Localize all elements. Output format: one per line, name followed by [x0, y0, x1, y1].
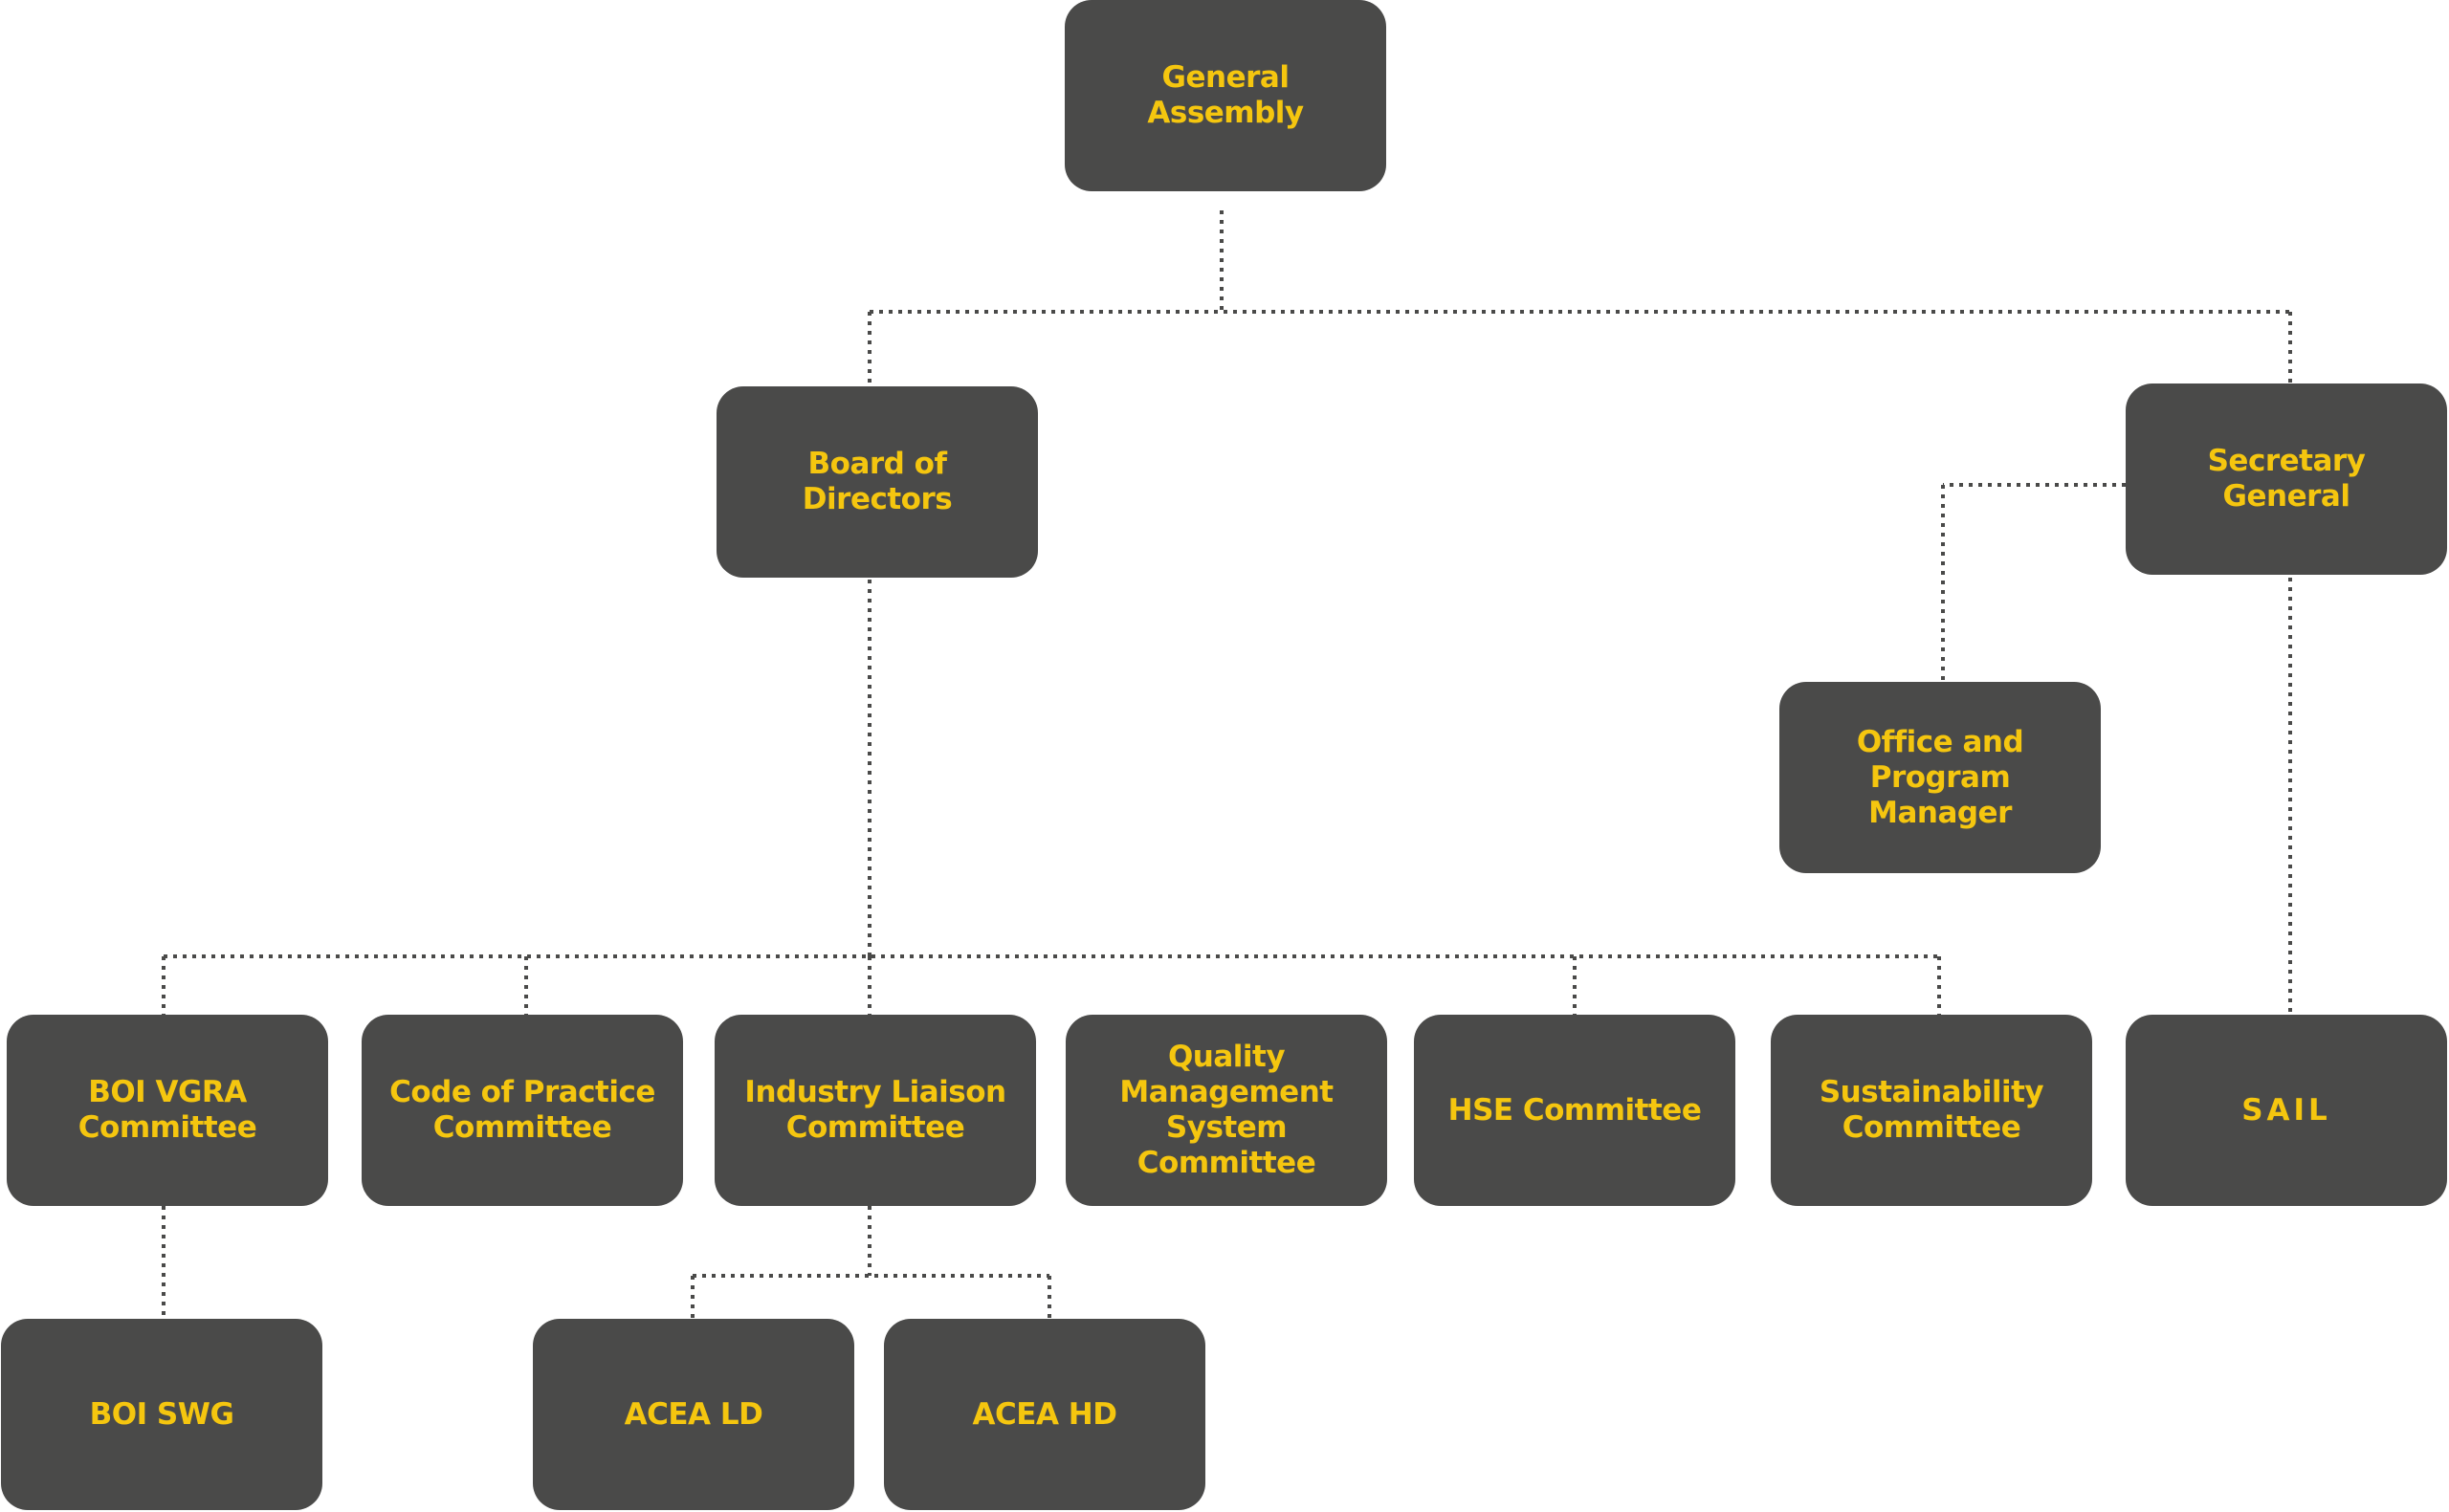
- node-boi-swg: BOI SWG: [1, 1319, 322, 1510]
- node-secretary-general: Secretary General: [2126, 383, 2447, 575]
- node-sustainability-committee: Sustainability Committee: [1771, 1015, 2092, 1206]
- node-label: Board of Directors: [802, 447, 953, 516]
- node-office-program-manager: Office and Program Manager: [1779, 682, 2101, 873]
- node-acea-hd: ACEA HD: [884, 1319, 1205, 1510]
- node-code-of-practice-committee: Code of Practice Committee: [362, 1015, 683, 1206]
- node-label: ACEA HD: [972, 1396, 1117, 1432]
- node-label: Quality Management System Committee: [1119, 1040, 1334, 1180]
- node-label: Code of Practice Committee: [389, 1075, 655, 1145]
- node-label: Sustainability Committee: [1819, 1075, 2044, 1145]
- node-label: Industry Liaison Committee: [744, 1075, 1006, 1145]
- node-sail: SAIL: [2126, 1015, 2447, 1206]
- node-label: General Assembly: [1147, 60, 1304, 130]
- node-label: BOI VGRA Committee: [77, 1075, 257, 1145]
- node-industry-liaison-committee: Industry Liaison Committee: [715, 1015, 1036, 1206]
- node-label: BOI SWG: [89, 1396, 234, 1432]
- node-board-of-directors: Board of Directors: [717, 386, 1038, 578]
- node-label: ACEA LD: [624, 1396, 763, 1432]
- node-hse-committee: HSE Committee: [1414, 1015, 1735, 1206]
- node-acea-ld: ACEA LD: [533, 1319, 854, 1510]
- node-label: Office and Program Manager: [1856, 724, 2024, 830]
- node-quality-management-committee: Quality Management System Committee: [1066, 1015, 1387, 1206]
- node-boi-vgra-committee: BOI VGRA Committee: [7, 1015, 328, 1206]
- node-general-assembly: General Assembly: [1065, 0, 1386, 191]
- node-label: HSE Committee: [1447, 1092, 1702, 1128]
- node-label: Secretary General: [2207, 444, 2366, 514]
- node-label: SAIL: [2241, 1092, 2331, 1128]
